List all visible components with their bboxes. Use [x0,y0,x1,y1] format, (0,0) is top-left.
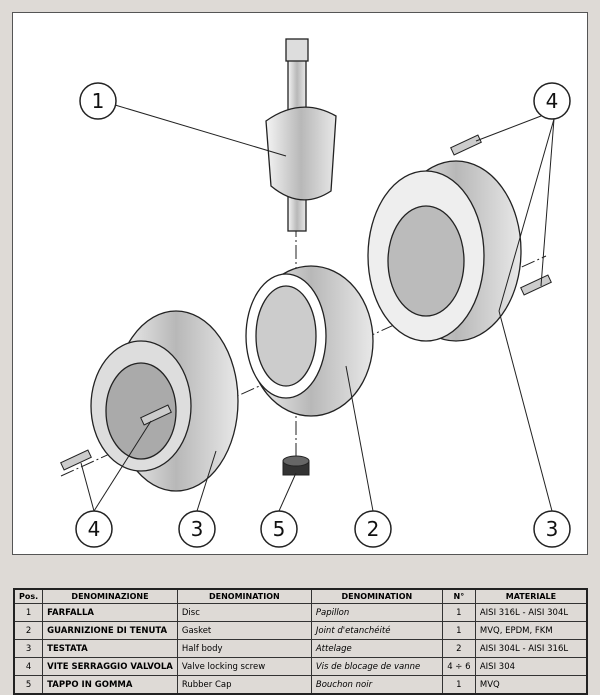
italian-name-cell: TESTATA [42,639,178,658]
callout-3-right: 3 [533,510,571,548]
callout-2: 2 [354,510,392,548]
french-name-cell: Papillon [310,603,443,622]
header-materiale: MATERIALE [474,588,588,604]
parts-table: Pos. DENOMINAZIONE DENOMINATION DENOMINA… [13,588,588,695]
svg-text:4: 4 [546,89,559,113]
svg-text:1: 1 [92,89,105,113]
header-quantity: N° [441,588,476,604]
quantity-cell: 1 [441,621,476,640]
rubber-cap-part [282,455,310,476]
italian-name-cell: TAPPO IN GOMMA [42,675,178,695]
italian-name-cell: GUARNIZIONE DI TENUTA [42,621,178,640]
pos-cell: 4 [13,657,44,676]
quantity-cell: 1 [441,603,476,622]
quantity-cell: 2 [441,639,476,658]
french-name-cell: Attelage [310,639,443,658]
material-cell: MVQ, EPDM, FKM [474,621,588,640]
quantity-cell: 1 [441,675,476,695]
french-name-cell: Joint d'etanchéité [310,621,443,640]
italian-name-cell: FARFALLA [42,603,178,622]
valve-exploded-diagram: 1 4 4 3 5 2 3 [60,38,571,548]
header-denomination-fr: DENOMINATION [310,588,443,604]
header-denominazione: DENOMINAZIONE [42,588,178,604]
svg-text:3: 3 [546,517,559,541]
svg-text:5: 5 [273,517,286,541]
french-name-cell: Bouchon noir [310,675,443,695]
header-pos: Pos. [13,588,44,604]
italian-name-cell: VITE SERRAGGIO VALVOLA [42,657,178,676]
material-cell: AISI 304L - AISI 316L [474,639,588,658]
locking-screws [60,134,552,471]
pos-cell: 3 [13,639,44,658]
callout-4-bottom: 4 [75,510,113,548]
svg-text:3: 3 [191,517,204,541]
gasket-part [245,265,374,417]
callout-3-left: 3 [178,510,216,548]
leader-lines [80,104,555,512]
pos-cell: 2 [13,621,44,640]
pos-cell: 5 [13,675,44,695]
english-name-cell: Half body [176,639,312,658]
material-cell: MVQ [474,675,588,695]
half-body-left [90,310,239,492]
english-name-cell: Rubber Cap [176,675,312,695]
callout-1: 1 [79,82,117,120]
svg-text:4: 4 [88,517,101,541]
english-name-cell: Valve locking screw [176,657,312,676]
callout-4-top: 4 [533,82,571,120]
english-name-cell: Disc [176,603,312,622]
svg-text:2: 2 [367,517,380,541]
english-name-cell: Gasket [176,621,312,640]
material-cell: AISI 316L - AISI 304L [474,603,588,622]
french-name-cell: Vis de blocage de vanne [310,657,443,676]
table-header: Pos. DENOMINAZIONE DENOMINATION DENOMINA… [13,588,588,604]
disc-part [265,38,337,232]
half-body-right [367,160,522,342]
material-cell: AISI 304 [474,657,588,676]
header-denomination-en: DENOMINATION [176,588,312,604]
pos-cell: 1 [13,603,44,622]
callout-5: 5 [260,510,298,548]
quantity-cell: 4 ÷ 6 [441,657,476,676]
exploded-view-drawing: 1 4 4 3 5 2 3 [12,12,588,555]
